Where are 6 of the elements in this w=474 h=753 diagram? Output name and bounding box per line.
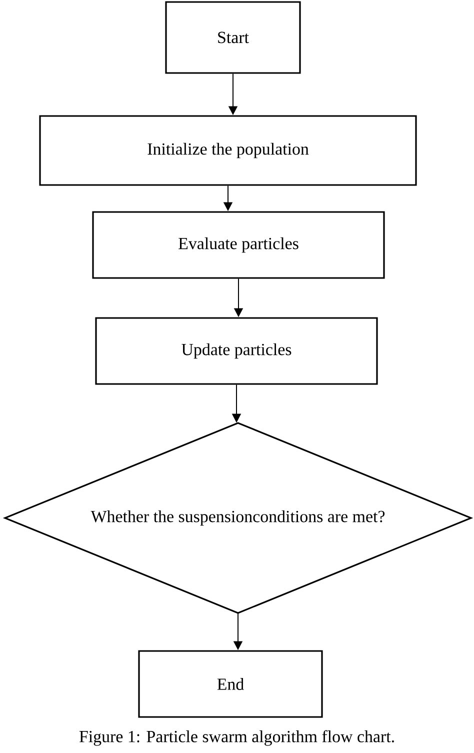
process-box: End — [138, 650, 323, 718]
caption: Figure 1: Particle swarm algorithm flow chart. — [79, 730, 394, 746]
process-box: Evaluate particles — [92, 211, 385, 279]
process-box: Update particles — [95, 317, 378, 385]
process-box: Start — [165, 1, 301, 74]
process-box: Initialize the population — [39, 115, 417, 186]
